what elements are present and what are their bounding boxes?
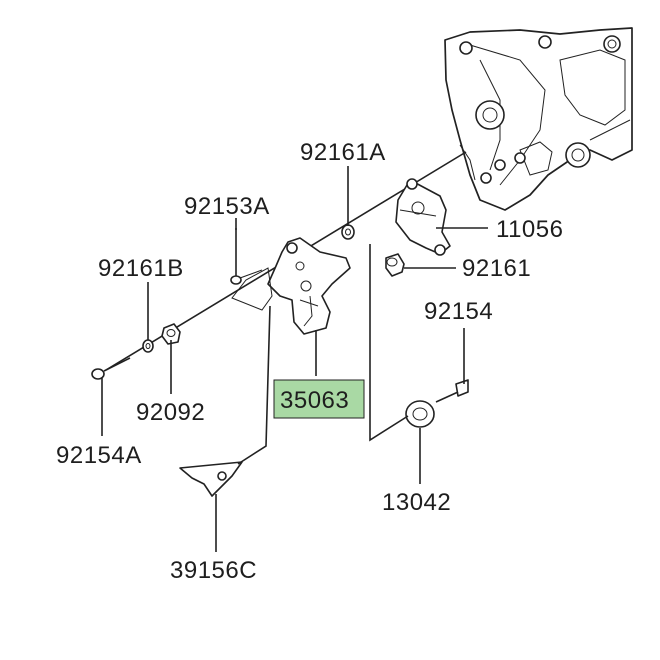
washer-92161B [142,339,154,353]
bolt-92154A [91,357,131,380]
collar-92092 [161,323,181,345]
bolt-92153A [230,228,263,285]
label-13042: 13042 [382,489,451,516]
label-92161A: 92161A [300,139,386,166]
plate-39156C [179,461,243,497]
plate-outline [231,267,273,311]
label-92154A: 92154A [56,442,142,469]
leader-lines [101,166,488,552]
frame-section [444,27,633,211]
bracket-35063 [267,237,351,335]
bracket-11056 [395,178,451,256]
label-39156C: 39156C [170,557,257,584]
label-92153A: 92153A [184,193,270,220]
bushing-13042 [405,400,435,428]
part-labels: 92161A 92153A 11056 92161B 92161 92154 3… [56,139,563,584]
label-92092: 92092 [136,399,205,426]
label-35063: 35063 [280,387,349,414]
label-92161: 92161 [462,255,531,282]
label-92161B: 92161B [98,255,184,282]
label-11056: 11056 [496,216,563,243]
collar-92161 [385,253,405,277]
label-92154: 92154 [424,298,493,325]
highlight-35063 [273,379,365,419]
washer-92161A [341,224,355,240]
